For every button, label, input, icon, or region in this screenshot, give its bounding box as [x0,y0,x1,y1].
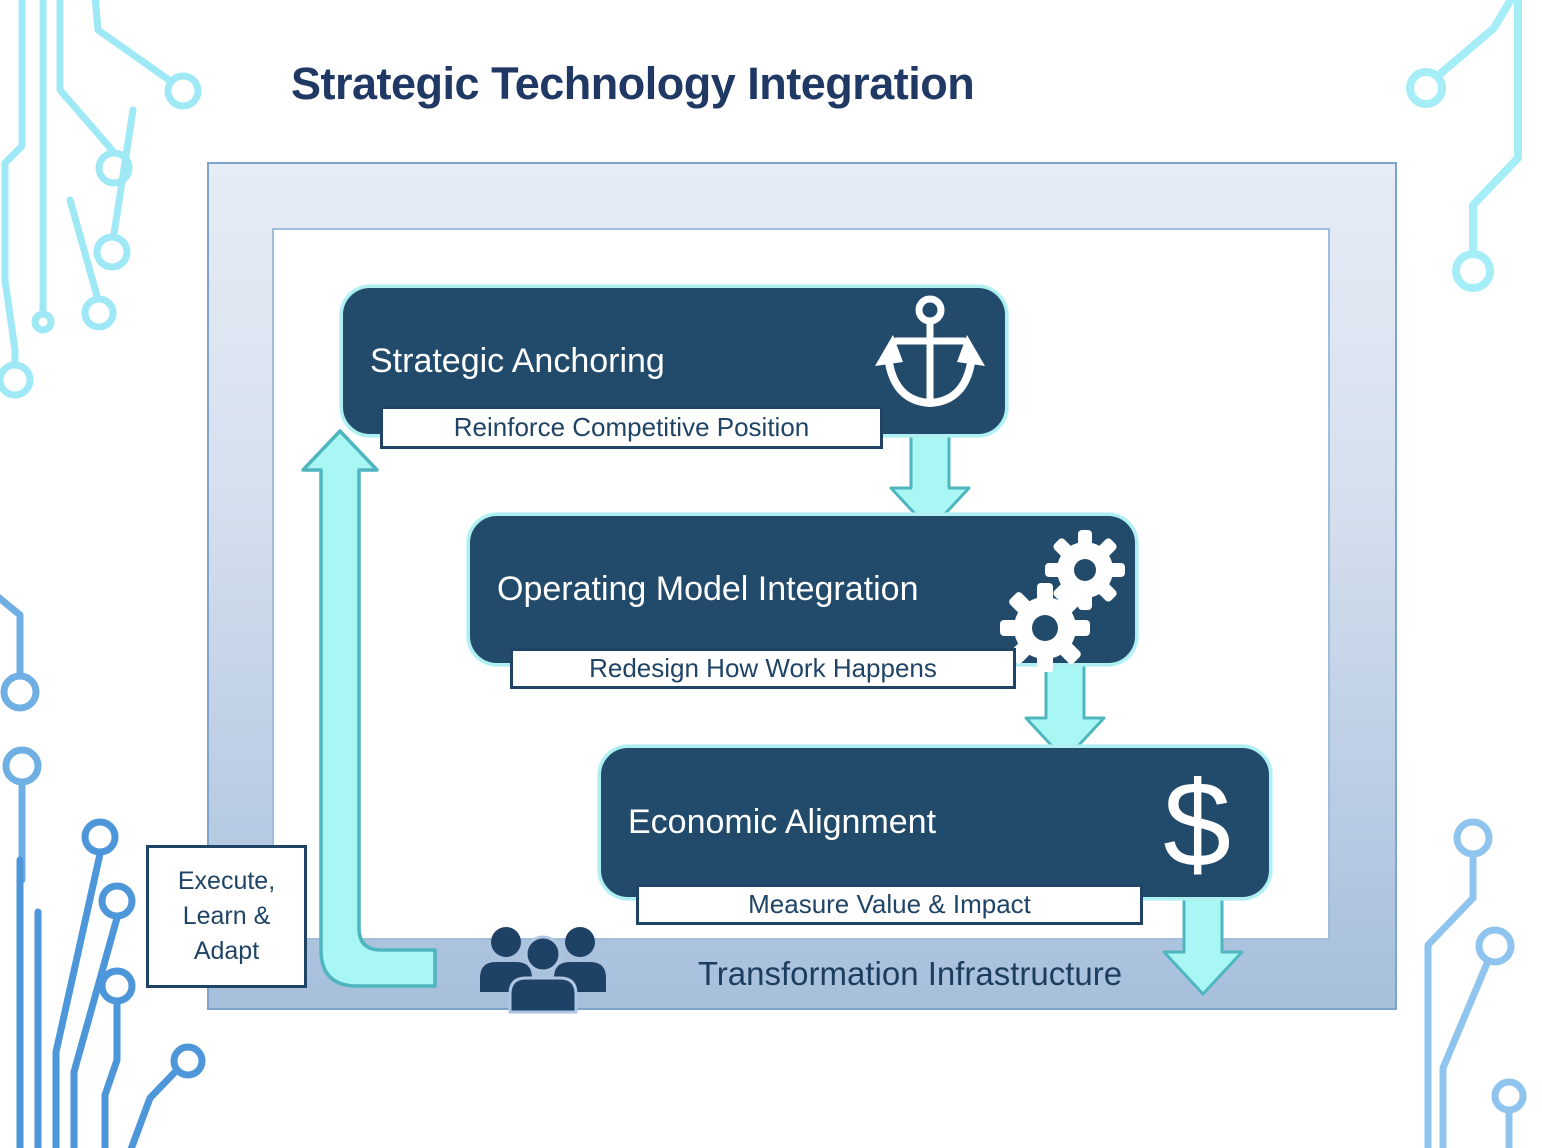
up-elbow-arrow [301,429,437,988]
anchor-icon [875,295,985,408]
stage-sublabel: Measure Value & Impact [636,884,1143,925]
feedback-line: Learn & [182,902,271,930]
stage-box-economic-alignment: Economic Alignment $ Measure Value & Imp… [598,745,1272,925]
stage-box-strategic-anchoring: Strategic Anchoring Reinforce Competitiv… [340,285,1008,449]
gears-icon [1000,530,1125,672]
down-arrow-1 [889,433,971,532]
feedback-line: Adapt [193,937,260,965]
page-title: Strategic Technology Integration [291,58,975,109]
stage-sublabel: Reinforce Competitive Position [380,406,883,449]
stage-title: Operating Model Integration [497,570,919,608]
people-icon [480,927,606,1014]
stage-box-operating-model-integration: Operating Model Integration [467,513,1138,689]
down-arrow-3 [1162,896,1244,996]
down-arrow-2 [1024,662,1106,762]
stage-title: Strategic Anchoring [370,341,665,380]
dollar-icon: $ [1163,756,1231,892]
stage-sublabel: Redesign How Work Happens [510,648,1016,689]
feedback-line: Execute, [177,867,276,895]
feedback-label-box: Execute, Learn & Adapt [146,845,307,988]
infrastructure-label: Transformation Infrastructure [697,955,1123,992]
stage-title: Economic Alignment [628,803,937,841]
